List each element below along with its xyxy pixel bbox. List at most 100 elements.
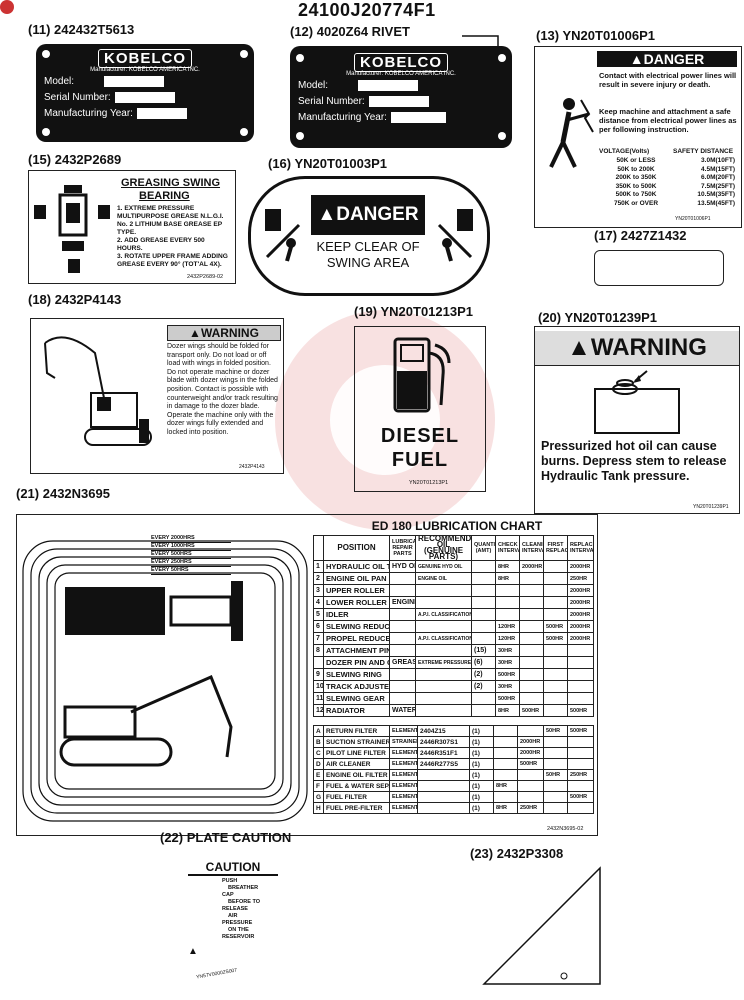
fuel-label: FUEL	[391, 449, 449, 471]
lub-cell: 2000HR	[519, 560, 544, 573]
kobelco-logo: KOBELCO	[98, 49, 192, 68]
caution-line: PUSH	[222, 878, 238, 884]
lub-cell: ENGINE OIL	[415, 572, 472, 585]
lub-cell	[389, 692, 416, 705]
serial-label: Serial Number:	[298, 95, 365, 107]
lub-cell	[543, 572, 568, 585]
distance-value: 4.5M(15FT)	[701, 165, 735, 173]
warning-text: Pressurized hot oil can cause burns. Dep…	[541, 439, 727, 483]
warning-text: Dozer wings should be folded for transpo…	[167, 343, 278, 436]
filter-cell	[417, 780, 470, 792]
lub-cell	[471, 596, 496, 609]
filter-cell: (1)	[469, 780, 494, 792]
lub-cell: 7	[313, 632, 324, 645]
warning-decal-18: ▲WARNING Dozer wings should be folded fo…	[30, 318, 284, 474]
lub-cell	[543, 704, 568, 717]
filter-cell: FUEL FILTER	[323, 791, 390, 803]
lub-cell: HYDRAULIC OIL TANK	[323, 560, 390, 573]
danger-label: DANGER	[643, 51, 705, 67]
lub-cell: (15)	[471, 644, 496, 657]
breather-cap-icon: ▲	[188, 946, 198, 957]
lub-cell: GREASE	[389, 656, 416, 669]
lub-cell: A.P.I. CLASSIFICATION "FOR SERVICE CD/CF…	[415, 608, 472, 621]
filter-cell: (1)	[469, 791, 494, 803]
voltage-value: 500K to 750K	[615, 191, 657, 198]
lub-cell: 9	[313, 668, 324, 681]
lub-cell: 5	[313, 608, 324, 621]
lub-cell	[415, 692, 472, 705]
lub-cell: UPPER ROLLER	[323, 584, 390, 597]
filter-cell: E	[313, 769, 324, 781]
filter-cell: ENGINE OIL FILTER	[323, 769, 390, 781]
lub-cell	[471, 584, 496, 597]
filter-cell: 2446R307S1	[417, 736, 470, 748]
filter-cell: 50HR	[543, 725, 568, 737]
lub-cell	[567, 644, 594, 657]
blank-plate-17	[594, 250, 724, 286]
lub-cell: A.P.I. CLASSIFICATION "FOR SERVICE CD"	[415, 632, 472, 645]
lub-cell: 2000HR	[567, 608, 594, 621]
lub-cell	[519, 692, 544, 705]
caution-line: AIR	[228, 913, 238, 919]
crush-hazard-right-icon	[437, 209, 473, 262]
lub-cell: ATTACHMENT PIN	[323, 644, 390, 657]
caution-line: PRESSURE	[222, 920, 253, 926]
greasing-steps: 1. EXTREME PRESSURE MULTIPURPOSE GREASE …	[117, 205, 231, 269]
filter-cell: ELEMENT	[389, 758, 418, 770]
fuel-pump-icon	[393, 337, 451, 413]
lub-col-header: CLEANING INTERVAL	[519, 535, 544, 561]
lub-cell: RADIATOR	[323, 704, 390, 717]
caution-label: CAUTION	[188, 860, 278, 876]
warning-triangle-icon: ▲	[629, 51, 644, 67]
lub-cell: ENGINE OIL	[389, 596, 416, 609]
lub-cell	[389, 572, 416, 585]
lub-cell: (2)	[471, 668, 496, 681]
filter-cell: RETURN FILTER	[323, 725, 390, 737]
lub-cell	[389, 632, 416, 645]
voltage-value: 200K to 350K	[615, 174, 657, 181]
chart-code: 2432N3695-02	[547, 826, 584, 832]
lub-cell: 8HR	[495, 560, 520, 573]
filter-cell: B	[313, 736, 324, 748]
filter-cell: G	[313, 791, 324, 803]
lub-cell: 120HR	[495, 620, 520, 633]
filter-cell	[417, 802, 470, 814]
lub-cell	[471, 560, 496, 573]
filter-cell: (1)	[469, 769, 494, 781]
lub-cell: 500HR	[495, 668, 520, 681]
lub-cell: SLEWING REDUCER	[323, 620, 390, 633]
lub-col-header: FIRST REPLACEMENT	[543, 535, 568, 561]
item-18-header: (18) 2432P4143	[28, 292, 122, 307]
voltage-value: 750K or OVER	[613, 199, 659, 207]
lub-cell	[389, 668, 416, 681]
lub-cell	[389, 620, 416, 633]
greasing-title-1: GREASING SWING	[121, 177, 221, 189]
lub-cell: 4	[313, 596, 324, 609]
lub-cell: 2000HR	[567, 596, 594, 609]
lub-cell: HYD OIL	[389, 560, 416, 573]
nameplate-12: KOBELCO Manufacturer: KOBELCO AMERICA IN…	[290, 46, 512, 148]
filter-cell: 2000HR	[517, 736, 544, 748]
item-19-header: (19) YN20T01213P1	[354, 304, 474, 319]
lub-cell	[471, 692, 496, 705]
filter-cell	[493, 758, 518, 770]
filter-cell: 50HR	[543, 769, 568, 781]
lub-cell	[519, 656, 544, 669]
filter-cell	[543, 802, 568, 814]
lub-cell: 2000HR	[567, 632, 594, 645]
filter-cell: 250HR	[517, 802, 544, 814]
